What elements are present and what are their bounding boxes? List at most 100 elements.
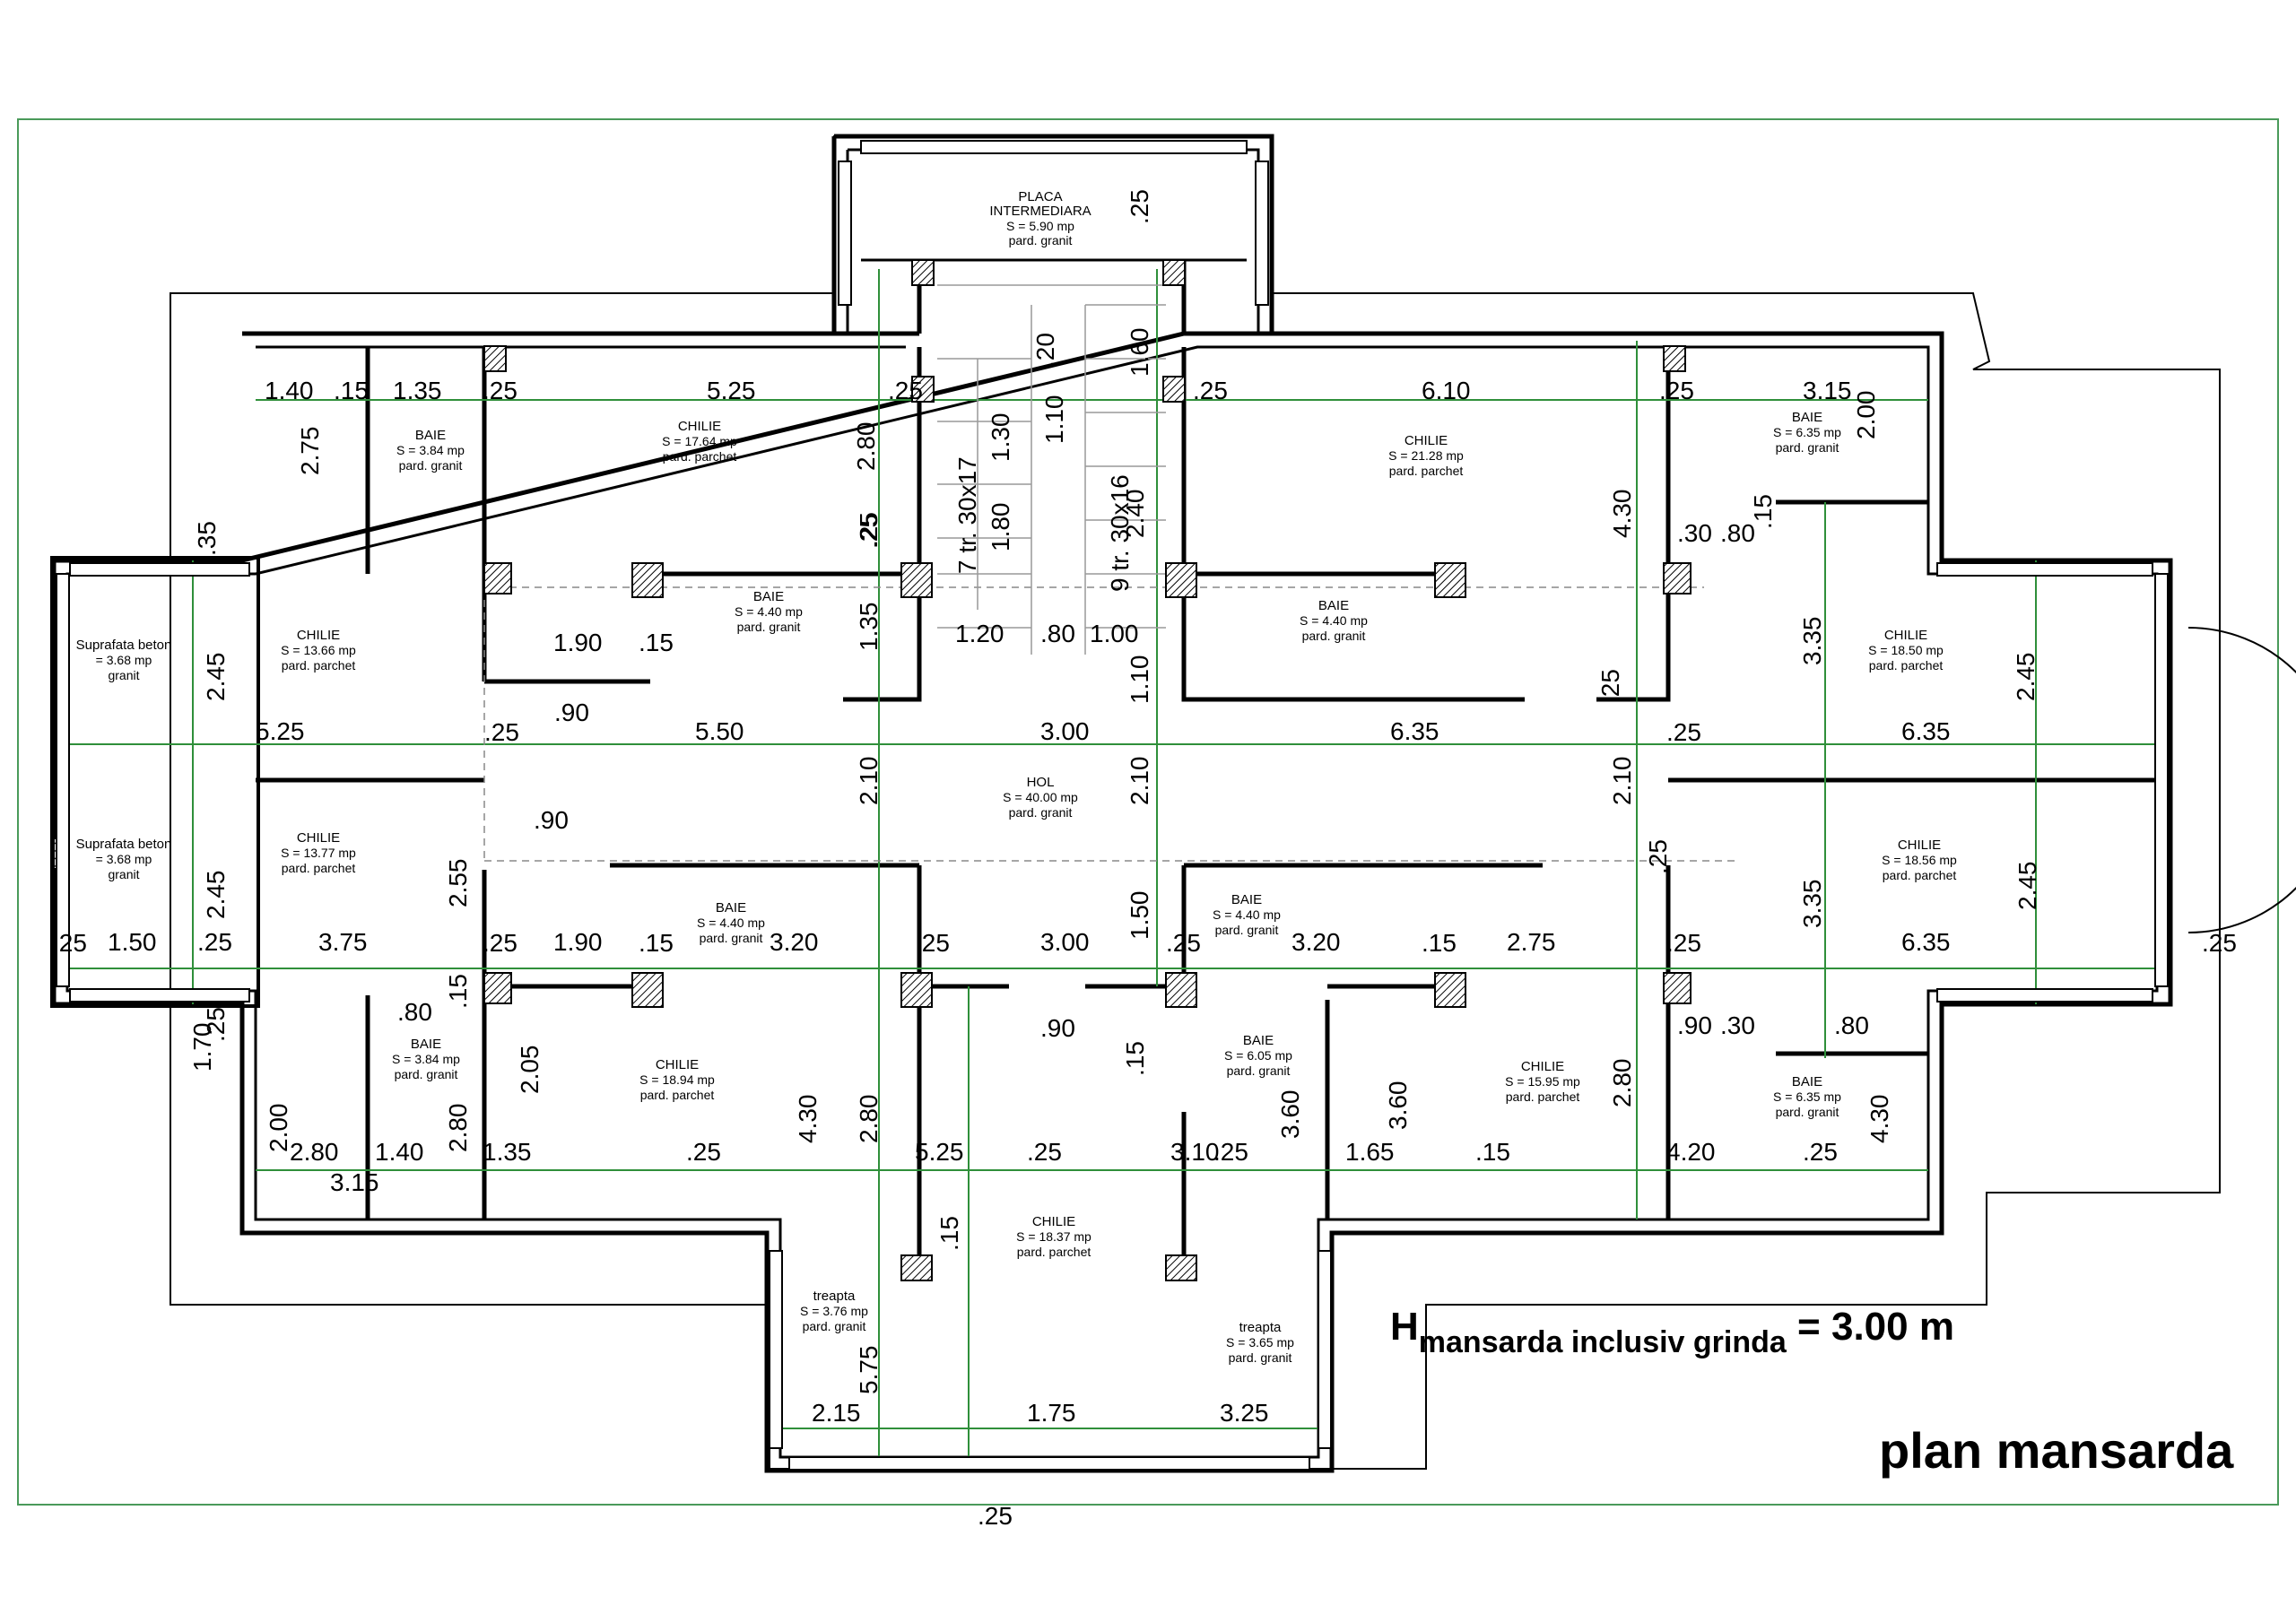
room-area: S = 4.40 mp <box>1300 613 1368 628</box>
room-baie-2: BAIE S = 6.35 mp pard. granit <box>1773 410 1841 455</box>
dimension-label: .25 <box>1666 718 1701 746</box>
dimension-label: .25 <box>978 1502 1013 1530</box>
room-name: Suprafata beton <box>76 638 172 653</box>
room-area: S = 6.35 mp <box>1773 425 1841 439</box>
room-chilie-7: CHILIE S = 18.94 mp pard. parchet <box>639 1057 715 1102</box>
room-chilie-1: CHILIE S = 17.64 mp pard. parchet <box>662 419 737 464</box>
sheet-title: plan mansarda <box>1879 1422 2234 1479</box>
room-floor: pard. granit <box>1776 440 1839 455</box>
dimension-label: 2.75 <box>1507 928 1556 956</box>
room-chilie-3: CHILIE S = 13.66 mp pard. parchet <box>281 628 356 673</box>
dimension-label: 3.60 <box>1276 1090 1304 1140</box>
dimension-label: 1.80 <box>987 503 1014 552</box>
dimension-label: 3.15 <box>330 1168 379 1196</box>
dimension-label: 2.80 <box>1608 1059 1636 1108</box>
dimension-label: 1.65 <box>1345 1138 1395 1166</box>
room-chilie-4: CHILIE S = 18.50 mp pard. parchet <box>1868 628 1944 673</box>
dimension-label: 2.10 <box>1126 757 1153 806</box>
dimension-label: 1.90 <box>553 928 603 956</box>
room-name: CHILIE <box>1521 1059 1564 1074</box>
dimension-label: 1.10 <box>1040 395 1068 445</box>
dimension-label: .90 <box>1040 1014 1075 1042</box>
dimension-label: 5.50 <box>695 717 744 745</box>
dimension-label: 4.30 <box>1866 1095 1893 1144</box>
room-chilie-5: CHILIE S = 13.77 mp pard. parchet <box>281 830 356 875</box>
dimension-label: .25 <box>1803 1138 1838 1166</box>
dimension-label: .30 <box>1677 519 1712 547</box>
room-name: BAIE <box>1243 1033 1274 1048</box>
dimension-label: 2.55 <box>444 859 472 908</box>
room-chilie-9: CHILIE S = 18.37 mp pard. parchet <box>1016 1214 1091 1259</box>
room-floor: pard. granit <box>395 1067 458 1081</box>
room-name: HOL <box>1027 775 1055 790</box>
room-name: Suprafata beton <box>76 837 172 852</box>
dimension-label: .35 <box>193 521 221 556</box>
room-floor: pard. granit <box>1229 1350 1292 1365</box>
room-baie-6: BAIE S = 4.40 mp pard. granit <box>1213 892 1281 937</box>
dimension-label: 6.35 <box>1390 717 1439 745</box>
dimension-label: 1.30 <box>987 413 1014 463</box>
dimension-label: .25 <box>855 514 883 549</box>
room-area: S = 4.40 mp <box>697 916 765 930</box>
room-floor: pard. granit <box>1009 233 1073 247</box>
room-area: S = 40.00 mp <box>1003 790 1078 804</box>
dimension-label: 3.00 <box>1040 717 1090 745</box>
dimension-label: 1.35 <box>855 603 883 652</box>
room-name: CHILIE <box>656 1057 699 1072</box>
dimension-label: .25 <box>1193 377 1228 404</box>
room-baie-9: BAIE S = 6.35 mp pard. granit <box>1773 1074 1841 1119</box>
dimension-label: 4.30 <box>794 1095 822 1144</box>
grid-axes <box>67 269 2157 1471</box>
room-floor: pard. parchet <box>1017 1245 1091 1259</box>
dimension-label: 2.00 <box>265 1104 292 1153</box>
roof-outline-path <box>170 135 2221 1470</box>
dimension-label: 3.60 <box>1384 1081 1412 1131</box>
dimension-label: .15 <box>444 974 472 1009</box>
dimension-label: 6.10 <box>1422 377 1471 404</box>
room-floor: pard. parchet <box>282 861 356 875</box>
room-area: S = 3.84 mp <box>392 1052 460 1066</box>
dimension-label: 2.10 <box>1608 757 1636 806</box>
room-name: CHILIE <box>678 419 721 434</box>
dimension-label: 3.75 <box>318 928 368 956</box>
dimension-label: 3.20 <box>1292 928 1341 956</box>
windows <box>56 140 2169 1471</box>
dimension-label: .25 <box>483 377 517 404</box>
dimension-label: 1.00 <box>1090 620 1139 647</box>
room-area: S = 4.40 mp <box>735 604 803 619</box>
dimension-label: .80 <box>1834 1011 1869 1039</box>
room-floor: pard. parchet <box>663 449 737 464</box>
corridor-lines <box>483 586 1740 862</box>
dimension-label: 2.00 <box>1852 391 1880 440</box>
dimension-label: 2.80 <box>290 1138 339 1166</box>
dimension-label: 1.20 <box>955 620 1004 647</box>
room-area: S = 17.64 mp <box>662 434 737 448</box>
room-chilie-6: CHILIE S = 18.56 mp pard. parchet <box>1882 838 1957 882</box>
dimension-label: .25 <box>1659 377 1694 404</box>
dimension-label: 2.75 <box>296 427 324 476</box>
dimension-label: .25 <box>484 718 519 746</box>
room-baie-4: BAIE S = 4.40 mp pard. granit <box>1300 598 1368 643</box>
dimension-label: 1.70 <box>188 1023 216 1072</box>
room-beton-1: Suprafata beton = 3.68 mp granit <box>76 638 172 682</box>
room-chilie-8: CHILIE S = 15.95 mp pard. parchet <box>1505 1059 1580 1104</box>
dimension-label: .25 <box>202 1007 230 1042</box>
dimension-label: .25 <box>197 928 232 956</box>
room-area: S = 18.94 mp <box>639 1072 715 1087</box>
room-area: S = 18.50 mp <box>1868 643 1944 657</box>
room-baie-3: BAIE S = 4.40 mp pard. granit <box>735 589 803 634</box>
room-baie-8: BAIE S = 6.05 mp pard. granit <box>1224 1033 1292 1078</box>
dimension-label: 3.25 <box>1220 1399 1269 1427</box>
room-area: S = 3.84 mp <box>396 443 465 457</box>
room-chilie-2: CHILIE S = 21.28 mp pard. parchet <box>1388 433 1464 478</box>
room-name: BAIE <box>1231 892 1262 907</box>
dimension-label: .25 <box>1027 1138 1062 1166</box>
dimension-label: .90 <box>554 699 589 726</box>
room-floor: pard. granit <box>1227 1063 1291 1078</box>
dimension-label: .25 <box>1166 929 1201 957</box>
dimension-label: 1.40 <box>265 377 314 404</box>
room-name: treapta <box>1239 1320 1282 1335</box>
interior-walls <box>256 347 2157 1278</box>
room-labels: PLACA INTERMEDIARA S = 5.90 mp pard. gra… <box>76 189 1957 1365</box>
room-floor: pard. parchet <box>1869 658 1944 673</box>
